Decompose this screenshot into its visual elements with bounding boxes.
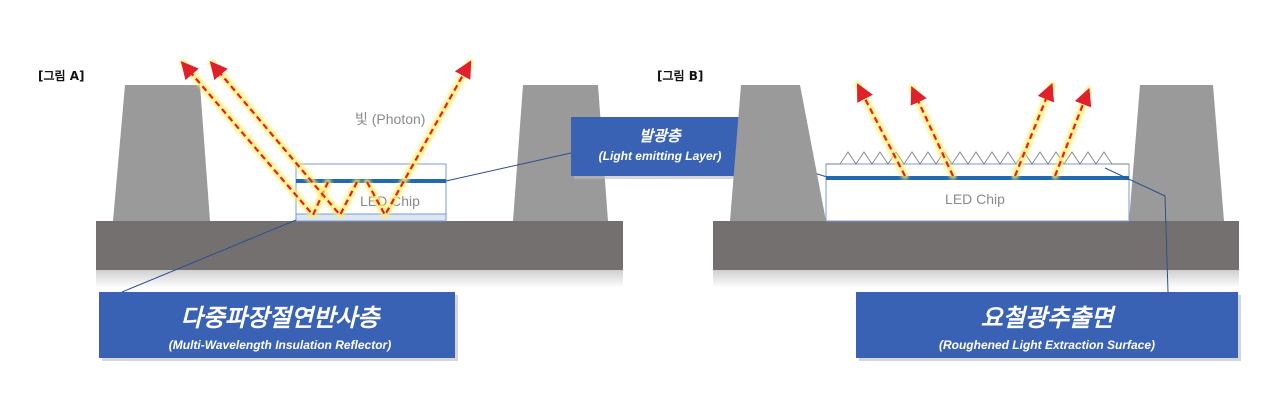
photon-rays-b [854,81,1093,180]
connector-emitting-a [445,152,572,182]
left-pillar-b [730,85,826,221]
connector-surface [1104,167,1169,293]
emitting-layer-b [826,176,1129,180]
emitting-layer-callout: 발광층 (Light emitting Layer) [571,117,753,179]
substrate-b [713,221,1239,270]
left-pillar-a [113,85,210,221]
reflector-callout: 다중파장절연반사층 (Multi-Wavelength Insulation R… [99,292,458,361]
right-pillar-b [1129,85,1224,221]
reflector-subtitle: (Multi-Wavelength Insulation Reflector) [169,338,391,352]
ray-a2 [209,60,358,217]
ray-a3 [366,60,472,217]
ray-b2 [910,86,954,177]
base-shadow-a [96,270,623,288]
roughened-surface [826,151,1129,165]
emitting-subtitle: (Light emitting Layer) [599,149,722,163]
photon-label: 빛 (Photon) [355,111,425,127]
emitting-title: 발광층 [639,127,682,145]
chip-label-b: LED Chip [945,191,1005,207]
ray-b4 [1053,87,1092,177]
surface-title: 요철광추출면 [981,304,1116,332]
connector-reflector [121,219,297,293]
ray-b3 [1013,82,1055,177]
reflector-title: 다중파장절연반사층 [181,304,382,332]
roughened-surface-callout: 요철광추출면 (Roughened Light Extraction Surfa… [856,292,1241,361]
figure-b-label: [그림 B] [657,69,703,83]
ray-b1 [856,83,906,177]
reflector-layer-a [295,213,447,222]
surface-subtitle: (Roughened Light Extraction Surface) [939,338,1155,352]
figure-a-label: [그림 A] [38,69,85,83]
emitting-layer-a [296,179,446,183]
substrate-a [96,221,623,270]
led-chip-b [825,163,1130,222]
base-shadow-b [713,270,1239,288]
photon-rays-a [179,59,474,219]
